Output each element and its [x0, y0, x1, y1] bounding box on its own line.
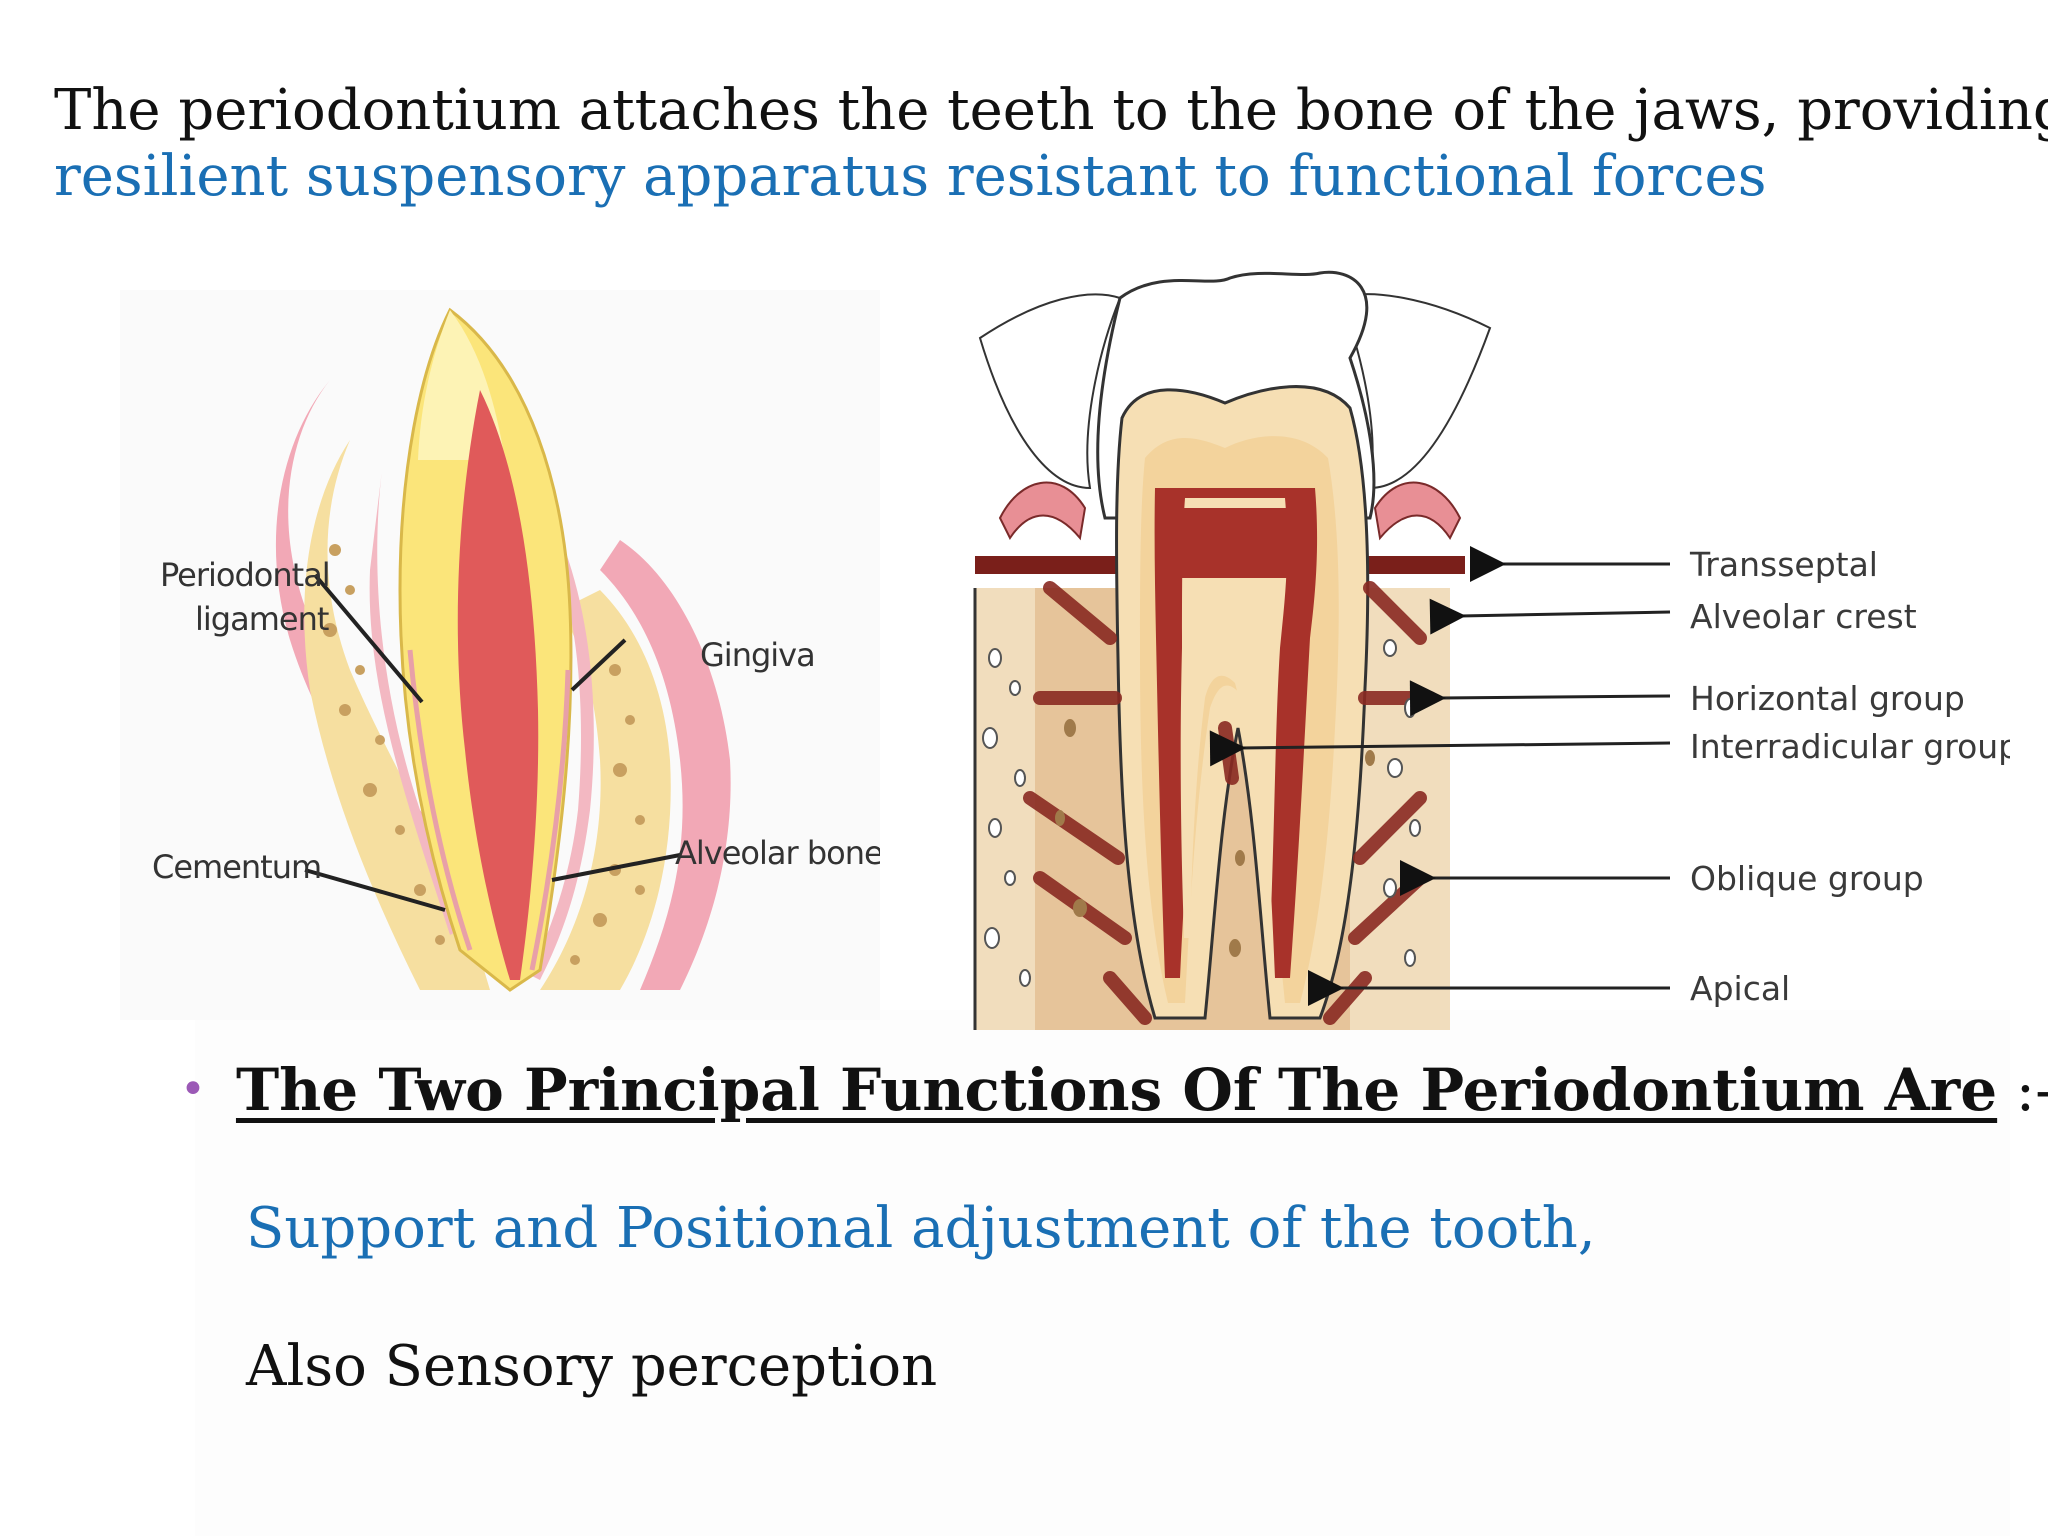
label-transseptal: Transseptal [1689, 545, 1878, 584]
bullet-marker: • [180, 1064, 206, 1115]
function-item-support: Support and Positional adjustment of the… [246, 1196, 1596, 1261]
function-item-sensory: Also Sensory perception [246, 1334, 938, 1399]
functions-heading: The Two Principal Functions Of The Perio… [235, 1056, 1998, 1124]
heading-suffix: :- [2015, 1056, 2048, 1124]
label-cementum: Cementum [152, 848, 321, 886]
functions-bullet: • The Two Principal Functions Of The Peri… [180, 1056, 2048, 1124]
label-periodontal-2: ligament [195, 600, 329, 638]
label-oblique-group: Oblique group [1690, 859, 1924, 898]
intro-paragraph: The periodontium attaches the teeth to t… [54, 78, 2048, 210]
label-alveolar-bone: Alveolar bone [675, 834, 880, 872]
label-horizontal-group: Horizontal group [1690, 679, 1965, 718]
label-gingiva: Gingiva [700, 636, 815, 674]
incisor-cross-section-diagram: Periodontal ligament Gingiva Cementum Al… [120, 290, 880, 1020]
label-alveolar-crest: Alveolar crest [1690, 597, 1917, 636]
intro-line-1: The periodontium attaches the teeth to t… [54, 78, 2048, 143]
label-apical: Apical [1690, 969, 1790, 1008]
label-periodontal-1: Periodontal [160, 556, 330, 594]
label-interradicular-group: Interradicular group [1690, 727, 2010, 766]
intro-line-2: resilient suspensory apparatus resistant… [54, 144, 1767, 209]
slide-background-panel [195, 1010, 2010, 1536]
molar-fiber-groups-diagram: Transseptal Alveolar crest Horizontal gr… [973, 270, 2010, 1030]
